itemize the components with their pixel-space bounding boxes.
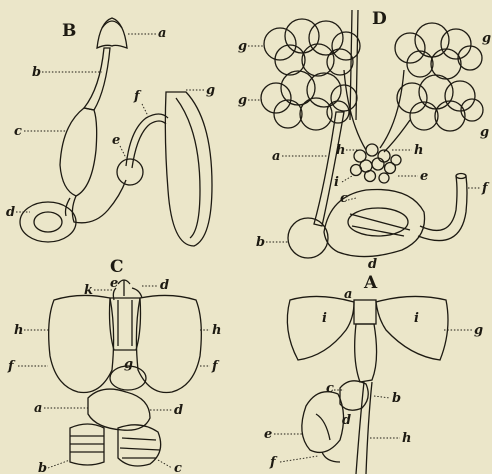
panel-c-letter: C — [110, 257, 124, 277]
panel-a-label-b: b — [392, 391, 401, 406]
panel-a-label-h: h — [402, 431, 411, 446]
panel-a-label-d: d — [342, 413, 351, 428]
panel-a-label-e: e — [264, 427, 272, 442]
panel-a-label-g: g — [474, 323, 483, 338]
panel-c-label-h1: h — [14, 323, 23, 338]
panel-c-label-h2: h — [212, 323, 221, 338]
panel-c-label-e: e — [110, 276, 118, 291]
panel-d-label-a: a — [272, 149, 280, 164]
panel-d-label-g2: g — [238, 93, 247, 108]
panel-d-label-g3: g — [482, 31, 491, 46]
panel-b-label-g: g — [206, 83, 215, 98]
panel-d-label-g4: g — [480, 125, 489, 140]
panel-b-label-c: c — [14, 124, 22, 139]
panel-c-label-a: a — [34, 401, 42, 416]
panel-a-label-i1: i — [322, 311, 327, 326]
panel-b-label-a: a — [158, 26, 166, 41]
panel-d-label-h2: h — [414, 143, 423, 158]
panel-d-label-b: b — [256, 235, 265, 250]
panel-d-label-c: c — [340, 191, 348, 206]
panel-b-label-d: d — [6, 205, 15, 220]
panel-d-label-g1: g — [238, 39, 247, 54]
panel-c-label-c: c — [174, 461, 182, 474]
panel-c-label-g: g — [124, 357, 133, 372]
panel-a-label-a: a — [344, 287, 352, 302]
panel-d-label-e: e — [420, 169, 428, 184]
panel-b-label-e: e — [112, 133, 120, 148]
panel-c-label-b: b — [38, 461, 47, 474]
panel-b-label-b: b — [32, 65, 41, 80]
panel-b-letter: B — [62, 21, 76, 41]
panel-d-label-h1: h — [336, 143, 345, 158]
panel-a-label-c: c — [326, 381, 334, 396]
panel-d-label-i: i — [334, 175, 339, 190]
panel-c-label-k: k — [84, 283, 93, 298]
panel-c-label-d2: d — [174, 403, 183, 418]
panel-c-label-d1: d — [160, 278, 169, 293]
panel-d-letter: D — [372, 9, 387, 29]
panel-d-label-d: d — [368, 257, 377, 272]
panel-a-letter: A — [363, 273, 378, 293]
panel-a-label-i2: i — [414, 311, 419, 326]
